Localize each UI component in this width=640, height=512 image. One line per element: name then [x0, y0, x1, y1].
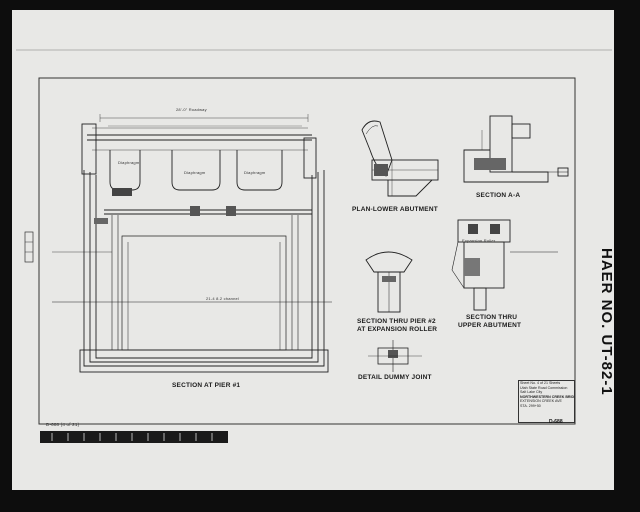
title-block-line6: STA. 299+50 [520, 403, 541, 408]
diaphragm-note-1: Diaphragm [118, 160, 140, 165]
section-pier2-view [365, 251, 413, 313]
title-block-line4: NORTHWESTERN CREEK BRIDGE [520, 394, 574, 399]
plan-lower-abutment-title: PLAN-LOWER ABUTMENT [352, 206, 438, 213]
title-block-line1: Sheet No. 4 of 21 Sheets [520, 381, 561, 385]
title-block-line3: Salt Lake City [520, 390, 543, 395]
detail-dummy-joint-view [368, 340, 422, 372]
engineering-drawing [16, 49, 612, 443]
haer-stamp: HAER NO. UT-82-1 [598, 248, 615, 396]
sheet-small-label: D-688 (4 of 21) [46, 422, 80, 427]
title-block-line5: EXTENSION CREEK AVE [520, 399, 562, 404]
drawing-sheet: SECTION AT PIER #1 PLAN-LOWER ABUTMENT S… [12, 10, 615, 490]
roadway-note: 28'-0" Roadway [176, 107, 207, 112]
title-block-sheet-ref: D-688 [549, 419, 563, 425]
section-pier1-title: SECTION AT PIER #1 [172, 382, 241, 389]
expansion-roller-note: Expansion Roller [462, 238, 496, 243]
section-pier1-view [52, 114, 332, 373]
section-upper-abutment-subtitle: UPPER ABUTMENT [458, 322, 522, 329]
section-upper-abutment-title: SECTION THRU [466, 314, 518, 321]
scale-bar [40, 431, 228, 443]
section-pier2-subtitle: AT EXPANSION ROLLER [357, 326, 438, 333]
section-aa-view [463, 115, 569, 183]
diaphragm-note-3: Diaphragm [244, 170, 266, 175]
detail-dummy-joint-title: DETAIL DUMMY JOINT [358, 374, 432, 381]
title-block-line2: Utah State Road Commission [520, 385, 568, 390]
drawing-border [38, 77, 576, 425]
section-upper-abutment-view [451, 219, 558, 311]
section-aa-title: SECTION A-A [476, 192, 521, 199]
diaphragm-note-2: Diaphragm [184, 170, 206, 175]
title-block: Sheet No. 4 of 21 Sheets Utah State Road… [518, 380, 575, 423]
section-pier2-title: SECTION THRU PIER #2 [357, 318, 436, 325]
channel-note: 21-4 8.2 channel [206, 296, 240, 301]
plan-lower-abutment-view [361, 120, 439, 197]
